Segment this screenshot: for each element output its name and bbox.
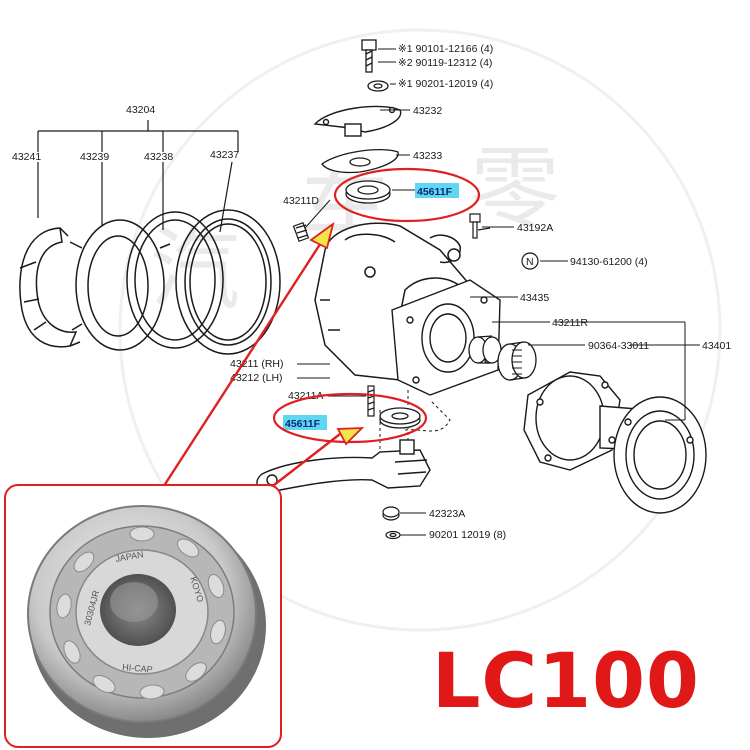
svg-text:零: 零 bbox=[470, 137, 560, 242]
label-43232: 43232 bbox=[413, 105, 442, 117]
arrow-head-top bbox=[309, 221, 335, 250]
model-label: LC100 bbox=[432, 636, 700, 725]
plug-43211d bbox=[292, 222, 310, 242]
label-43233: 43233 bbox=[413, 150, 442, 162]
washer-90201b bbox=[385, 530, 401, 540]
bearing-rollers bbox=[56, 526, 226, 700]
spindle-43401 bbox=[523, 371, 707, 514]
label-43435: 43435 bbox=[520, 292, 549, 304]
callout-ellipse-top bbox=[333, 167, 481, 223]
label-90201b: 90201 12019 (8) bbox=[429, 529, 506, 541]
engraving-hicap: HI-CAP bbox=[122, 662, 153, 675]
highlight-top: 45611F bbox=[415, 183, 459, 198]
nut-42323a bbox=[382, 506, 400, 521]
callout-ellipse-bottom bbox=[272, 392, 428, 444]
label-43211d: 43211D bbox=[283, 195, 319, 207]
bearing-photo-inset: JAPAN 30304JR KOYO HI-CAP bbox=[4, 484, 282, 748]
steering-arm bbox=[256, 439, 431, 493]
label-43211-rh: 43211 (RH) bbox=[230, 358, 284, 370]
label-94130: 94130-61200 (4) bbox=[570, 256, 648, 268]
seal-43241 bbox=[19, 227, 81, 348]
label-90364: 90364-33011 bbox=[588, 340, 649, 352]
label-43212-lh: 43212 (LH) bbox=[230, 372, 283, 384]
label-90101: ※1 90101-12166 (4) bbox=[398, 43, 493, 55]
bearing-photo: JAPAN 30304JR KOYO HI-CAP bbox=[27, 505, 266, 738]
cap-43232 bbox=[313, 105, 402, 137]
arrow-heads bbox=[309, 221, 365, 446]
callout-ellipses bbox=[272, 167, 481, 444]
label-43211a: 43211A bbox=[288, 390, 323, 402]
engraving-japan: JAPAN bbox=[115, 549, 145, 564]
leader-lines bbox=[297, 48, 700, 536]
washer-90201a bbox=[367, 80, 389, 92]
bearing-45611f-top bbox=[345, 180, 391, 204]
spacer-43211r bbox=[468, 335, 502, 364]
label-43238: 43238 bbox=[144, 151, 173, 163]
label-90119: ※2 90119-12312 (4) bbox=[398, 57, 492, 69]
stud-43211a bbox=[367, 385, 375, 417]
bearing-45611f-bottom bbox=[379, 407, 421, 429]
seal-43238 bbox=[126, 211, 224, 349]
highlight-bottom: 45611F bbox=[283, 415, 327, 430]
label-90201a: ※1 90201-12019 (4) bbox=[398, 78, 493, 90]
label-circle-n: N bbox=[526, 256, 534, 268]
label-43241: 43241 bbox=[12, 151, 41, 163]
label-43211r: 43211R bbox=[552, 317, 588, 329]
seal-43239 bbox=[69, 219, 171, 351]
label-43401: 43401 bbox=[702, 340, 731, 352]
n-symbol bbox=[521, 252, 539, 270]
callout-arrows bbox=[158, 237, 341, 493]
part-labels: ※1 90101-12166 (4) ※2 90119-12312 (4) ※1… bbox=[12, 43, 731, 541]
label-43192a: 43192A bbox=[517, 222, 553, 234]
bolt-90101 bbox=[361, 39, 377, 73]
bolt-43192a bbox=[469, 213, 491, 239]
label-45611f-bottom: 45611F bbox=[285, 418, 321, 430]
arrow-head-bottom bbox=[336, 427, 365, 446]
label-43237: 43237 bbox=[210, 149, 239, 161]
label-43204: 43204 bbox=[126, 104, 155, 116]
gasket-43233 bbox=[321, 149, 399, 174]
svg-text:汽: 汽 bbox=[150, 217, 240, 322]
arrow-to-top bbox=[158, 237, 326, 493]
seal-43237 bbox=[175, 209, 281, 355]
bracket-43204 bbox=[37, 120, 239, 233]
label-45611f-top: 45611F bbox=[417, 186, 453, 198]
needle-bearing-90364 bbox=[497, 341, 537, 381]
label-43239: 43239 bbox=[80, 151, 109, 163]
label-42323a: 42323A bbox=[429, 508, 465, 520]
arrow-to-bottom bbox=[264, 433, 341, 493]
